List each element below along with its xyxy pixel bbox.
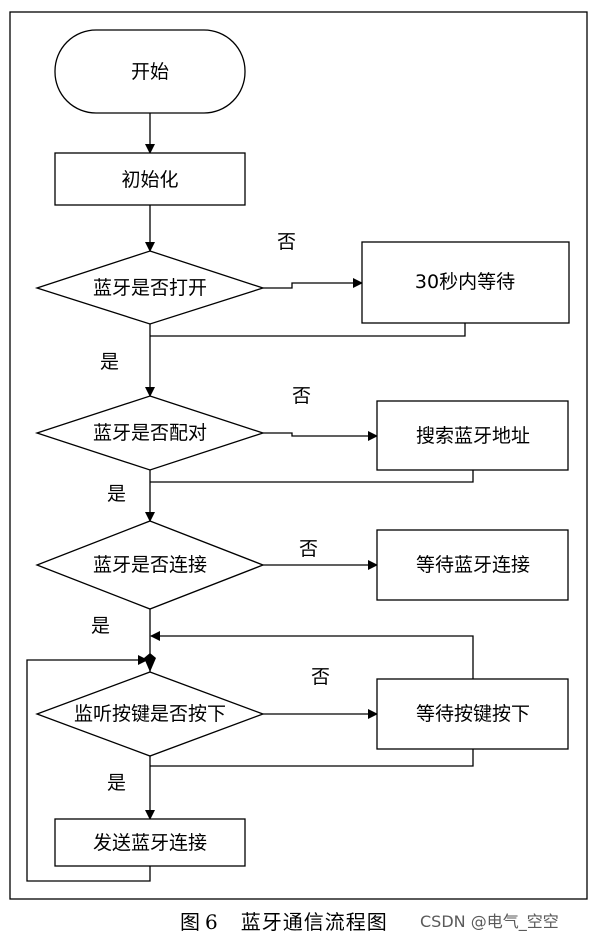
start-label: 开始 bbox=[131, 61, 169, 83]
return-search bbox=[150, 470, 474, 483]
decision-pair-yes-label: 是 bbox=[107, 483, 126, 505]
wait-connect-label: 等待蓝牙连接 bbox=[416, 554, 530, 576]
decision-key-label: 监听按键是否按下 bbox=[74, 703, 226, 725]
caption-title: 蓝牙通信流程图 bbox=[240, 910, 388, 934]
decision-pair-label: 蓝牙是否配对 bbox=[93, 422, 207, 444]
junction-arrow bbox=[144, 653, 156, 672]
wait-key-label: 等待按键按下 bbox=[416, 703, 530, 725]
decision-pair-no-label: 否 bbox=[292, 385, 311, 407]
init-box bbox=[54, 152, 246, 206]
search-address-box bbox=[376, 400, 569, 471]
node-decision-pair: 蓝牙是否配对 bbox=[34, 395, 266, 471]
decision-connect-diamond bbox=[35, 520, 265, 610]
decision-open-diamond bbox=[34, 250, 266, 325]
return-wait-key bbox=[150, 749, 474, 767]
node-decision-connect: 蓝牙是否连接 bbox=[35, 520, 265, 610]
send-label: 发送蓝牙连接 bbox=[93, 832, 207, 854]
node-decision-open: 蓝牙是否打开 bbox=[34, 250, 266, 325]
decision-pair-diamond bbox=[34, 395, 266, 471]
return-wait-30s bbox=[150, 323, 466, 337]
decision-connect-yes-label: 是 bbox=[91, 615, 110, 637]
decision-connect-no-label: 否 bbox=[299, 538, 318, 560]
decision-open-no-label: 否 bbox=[277, 231, 296, 253]
connectors bbox=[26, 113, 474, 882]
decision-open-label: 蓝牙是否打开 bbox=[93, 277, 207, 299]
diagram-frame bbox=[9, 11, 588, 900]
start-terminal bbox=[54, 29, 246, 114]
decision-open-yes-label: 是 bbox=[100, 351, 119, 373]
node-init: 初始化 bbox=[54, 152, 246, 206]
arrow-send-loop bbox=[26, 655, 151, 882]
arrow-wait-key-loop bbox=[150, 631, 474, 679]
branch-labels: 否 是 否 是 否 是 否 是 bbox=[91, 231, 330, 794]
wait-key-box bbox=[376, 678, 569, 750]
send-box bbox=[54, 818, 246, 867]
node-wait-key: 等待按键按下 bbox=[376, 678, 569, 750]
wait-30s-box bbox=[361, 241, 570, 324]
decision-connect-label: 蓝牙是否连接 bbox=[93, 554, 207, 576]
node-start: 开始 bbox=[54, 29, 246, 114]
arrow-pair-no-to-search bbox=[263, 431, 378, 441]
wait-connect-box bbox=[376, 529, 569, 601]
decision-key-yes-label: 是 bbox=[107, 772, 126, 794]
node-decision-key: 监听按键是否按下 bbox=[35, 671, 265, 757]
node-search-address: 搜索蓝牙地址 bbox=[376, 400, 569, 471]
wait-30s-label: 30秒内等待 bbox=[415, 271, 515, 293]
decision-key-no-label: 否 bbox=[311, 666, 330, 688]
decision-key-diamond bbox=[35, 671, 265, 757]
watermark: CSDN @电气_空空 bbox=[420, 912, 559, 931]
arrow-open-no-to-wait bbox=[263, 278, 363, 289]
init-label: 初始化 bbox=[121, 169, 178, 191]
node-wait-30s: 30秒内等待 bbox=[361, 241, 570, 324]
caption-number: 6 bbox=[205, 910, 219, 934]
node-send: 发送蓝牙连接 bbox=[54, 818, 246, 867]
search-address-label: 搜索蓝牙地址 bbox=[416, 425, 530, 447]
node-wait-connect: 等待蓝牙连接 bbox=[376, 529, 569, 601]
caption-prefix: 图 bbox=[180, 910, 201, 934]
